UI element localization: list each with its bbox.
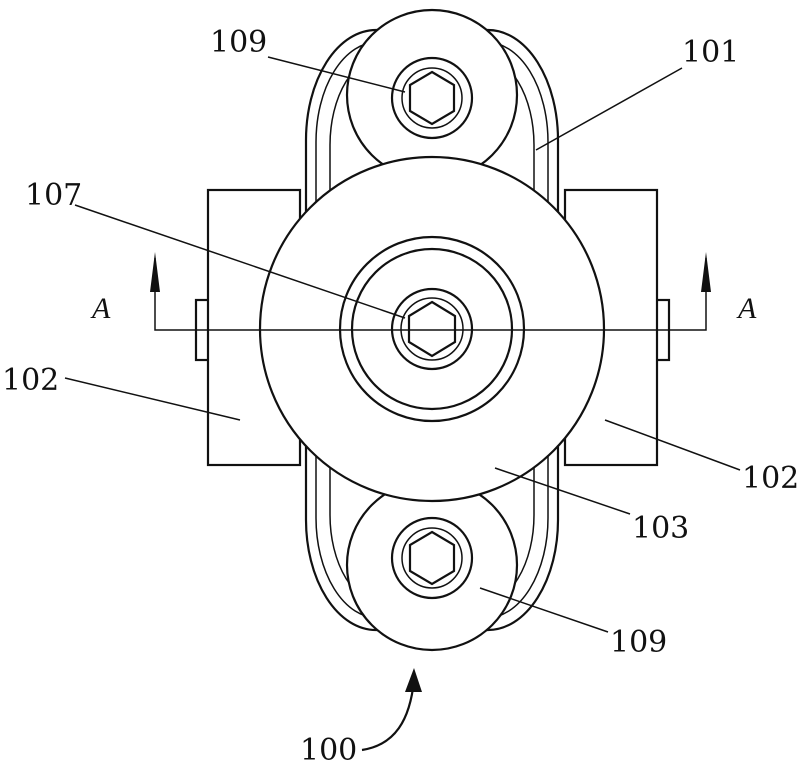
label-109-top: 109 [210,25,267,60]
label-103: 103 [632,511,689,546]
main-wheel-103 [258,155,606,503]
label-102-left: 102 [2,363,59,398]
roller-bottom [345,478,519,652]
hex-bolt-icon [408,530,456,586]
label-101: 101 [682,35,739,70]
label-102-right: 102 [742,461,799,496]
curved-arrow-icon [361,679,416,752]
label-100: 100 [300,733,357,768]
arrowhead-icon [405,668,422,692]
leader-lines [64,56,741,752]
arrow-up-icon [701,252,711,292]
hex-bolt-icon [407,300,457,358]
section-label-left: A [90,292,111,325]
section-line-a-a [150,252,711,331]
label-107: 107 [25,178,82,213]
roller-top [345,8,519,182]
arrow-up-icon [150,252,160,292]
label-109-bottom: 109 [610,625,667,660]
hex-bolt-icon [408,70,456,126]
section-label-right: A [736,292,757,325]
